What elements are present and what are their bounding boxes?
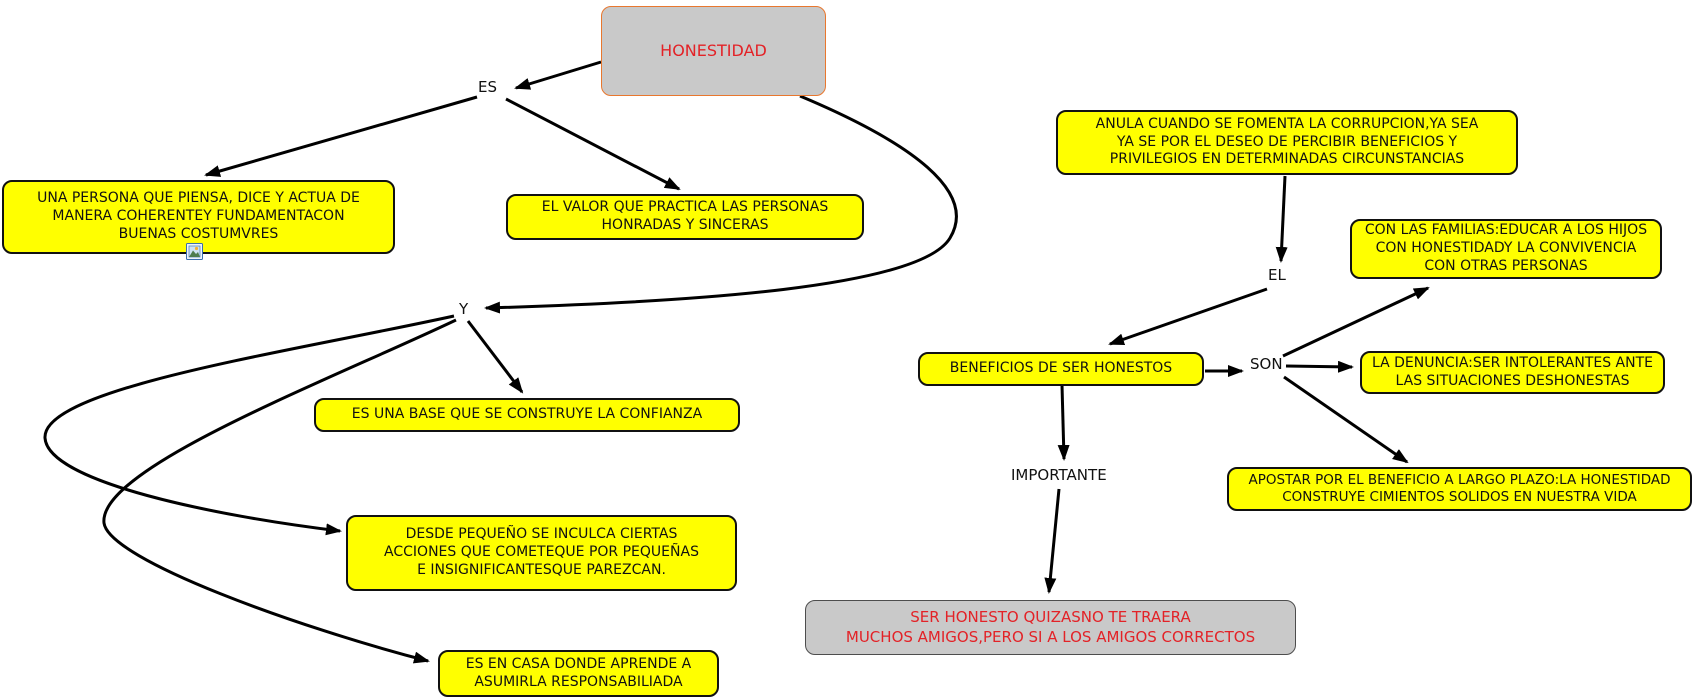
arrow-y-to-es-en-casa (102, 318, 457, 664)
link-label-son[interactable]: SON (1250, 355, 1283, 373)
concept-es-en-casa-label: ES EN CASA DONDE APRENDE A ASUMIRLA RESP… (465, 655, 692, 690)
concept-con-familias[interactable]: CON LAS FAMILIAS:EDUCAR A LOS HIJOS CON … (1350, 219, 1662, 279)
image-attachment-icon[interactable] (186, 243, 203, 260)
concept-beneficios[interactable]: BENEFICIOS DE SER HONESTOS (918, 352, 1204, 386)
concept-honestidad[interactable]: HONESTIDAD (601, 6, 826, 96)
arrow-son-to-apostar (1283, 375, 1409, 464)
arrow-y-to-es-una-base (466, 320, 524, 394)
concept-una-persona[interactable]: UNA PERSONA QUE PIENSA, DICE Y ACTUA DE … (2, 180, 395, 254)
link-label-es[interactable]: ES (478, 78, 497, 96)
arrow-son-to-con-familias (1282, 286, 1430, 358)
concept-ser-honesto[interactable]: SER HONESTO QUIZASNO TE TRAERA MUCHOS AM… (805, 600, 1296, 655)
concept-anula[interactable]: ANULA CUANDO SE FOMENTA LA CORRUPCION,YA… (1056, 110, 1518, 175)
arrow-es-to-una-persona (204, 95, 478, 177)
concept-ser-honesto-label: SER HONESTO QUIZASNO TE TRAERA MUCHOS AM… (845, 608, 1256, 646)
link-label-importante[interactable]: IMPORTANTE (1011, 466, 1107, 484)
arrow-beneficios-to-importante (1057, 384, 1070, 461)
arrow-y-to-desde-pequeno (43, 314, 455, 536)
concept-la-denuncia[interactable]: LA DENUNCIA:SER INTOLERANTES ANTE LAS SI… (1360, 351, 1665, 394)
link-label-y[interactable]: Y (459, 300, 469, 318)
arrow-honestidad-to-y (484, 94, 958, 314)
concept-anula-label: ANULA CUANDO SE FOMENTA LA CORRUPCION,YA… (1095, 115, 1479, 168)
concept-el-valor-label: EL VALOR QUE PRACTICA LAS PERSONAS HONRA… (541, 199, 829, 233)
arrow-importante-to-ser-honesto (1044, 488, 1061, 594)
arrow-es-to-el-valor (505, 97, 681, 191)
concept-es-una-base-label: ES UNA BASE QUE SE CONSTRUYE LA CONFIANZ… (351, 406, 703, 423)
arrow-honestidad-to-es (514, 60, 602, 90)
arrow-anula-to-el (1275, 175, 1288, 263)
concept-la-denuncia-label: LA DENUNCIA:SER INTOLERANTES ANTE LAS SI… (1371, 354, 1654, 389)
link-label-el[interactable]: EL (1268, 266, 1286, 284)
arrow-el-to-beneficios (1108, 287, 1268, 346)
concept-apostar[interactable]: APOSTAR POR EL BENEFICIO A LARGO PLAZO:L… (1227, 467, 1692, 511)
concept-desde-pequeno[interactable]: DESDE PEQUEÑO SE INCULCA CIERTAS ACCIONE… (346, 515, 737, 591)
concept-es-una-base[interactable]: ES UNA BASE QUE SE CONSTRUYE LA CONFIANZ… (314, 398, 740, 432)
concept-apostar-label: APOSTAR POR EL BENEFICIO A LARGO PLAZO:L… (1248, 471, 1671, 505)
concept-es-en-casa[interactable]: ES EN CASA DONDE APRENDE A ASUMIRLA RESP… (438, 650, 719, 697)
concept-una-persona-label: UNA PERSONA QUE PIENSA, DICE Y ACTUA DE … (37, 190, 360, 242)
concept-beneficios-label: BENEFICIOS DE SER HONESTOS (949, 360, 1173, 377)
concept-con-familias-label: CON LAS FAMILIAS:EDUCAR A LOS HIJOS CON … (1364, 222, 1648, 274)
concept-el-valor[interactable]: EL VALOR QUE PRACTICA LAS PERSONAS HONRA… (506, 194, 864, 240)
concept-desde-pequeno-label: DESDE PEQUEÑO SE INCULCA CIERTAS ACCIONE… (384, 526, 699, 578)
concept-honestidad-label: HONESTIDAD (660, 40, 767, 60)
arrow-son-to-la-denuncia (1285, 360, 1354, 373)
